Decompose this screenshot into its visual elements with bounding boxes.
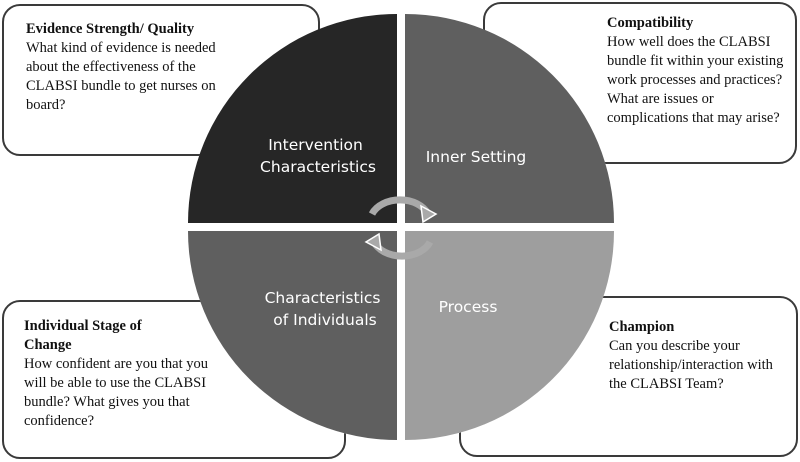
inner-setting-quadrant	[405, 14, 614, 223]
characteristics-of-individuals-label: Characteristics of Individuals	[265, 289, 386, 329]
characteristics-of-individuals-quadrant	[188, 231, 397, 440]
individual-stage-text: How confident are you that you will be a…	[24, 356, 209, 429]
process-quadrant	[405, 231, 614, 440]
evidence-strength-text: What kind of evidence is needed about th…	[26, 40, 216, 113]
evidence-strength-title: Evidence Strength/ Quality	[26, 21, 195, 37]
individual-stage-title: Individual Stage of Change	[24, 318, 142, 353]
intervention-characteristics-quadrant	[188, 14, 397, 223]
process-label: Process	[439, 298, 498, 316]
champion-title: Champion	[609, 319, 675, 335]
compatibility-text: How well does the CLABSI bundle fit with…	[607, 34, 784, 126]
compatibility-title: Compatibility	[607, 15, 694, 31]
intervention-characteristics-label: Intervention Characteristics	[260, 136, 376, 176]
cycle-arrows-icon	[364, 196, 438, 260]
champion-text: Can you describe your relationship/inter…	[609, 338, 773, 392]
inner-setting-label: Inner Setting	[426, 148, 527, 166]
